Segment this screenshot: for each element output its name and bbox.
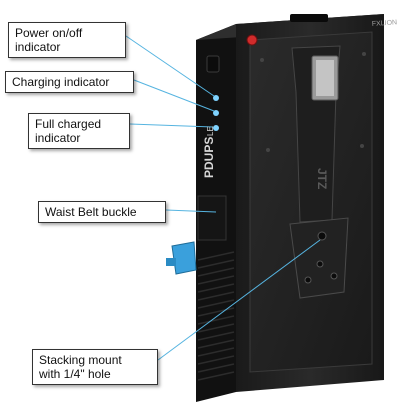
plate-screw bbox=[362, 52, 366, 56]
callout-belt-line-1: Waist Belt buckle bbox=[45, 205, 137, 219]
plate-screw bbox=[266, 148, 270, 152]
callout-charging-line-1: Charging indicator bbox=[12, 75, 110, 89]
callout-charging-indicator: Charging indicator bbox=[5, 71, 134, 93]
release-button-icon bbox=[246, 34, 258, 46]
callout-full-charged-indicator: Full charged indicator bbox=[28, 113, 130, 149]
device-brand-small: FXLION bbox=[372, 19, 398, 28]
blue-clip-icon bbox=[166, 258, 176, 266]
side-power-port bbox=[206, 55, 220, 73]
mounting-hole-icon bbox=[330, 272, 338, 280]
belt-buckle-plate bbox=[289, 217, 349, 299]
callout-power-line-1: Power on/off bbox=[15, 26, 83, 40]
callout-power-indicator: Power on/off indicator bbox=[8, 22, 126, 58]
latch-tab-highlight bbox=[316, 60, 334, 96]
top-connector-slot bbox=[290, 14, 328, 22]
device-model-text: PDUPS bbox=[202, 137, 216, 178]
side-vent-fins bbox=[197, 251, 235, 381]
plate-brand-text: JTZ bbox=[315, 168, 329, 189]
mounting-hole-icon bbox=[304, 276, 312, 284]
callout-stacking-mount: Stacking mount with 1/4" hole bbox=[32, 349, 158, 385]
callout-stacking-line-1: Stacking mount bbox=[39, 353, 122, 367]
callout-stacking-line-2: with 1/4" hole bbox=[39, 367, 111, 381]
plate-screw bbox=[260, 58, 264, 62]
leader-lines bbox=[125, 35, 321, 361]
device-model-suffix: LE bbox=[206, 126, 215, 136]
led-indicator-icon bbox=[213, 110, 219, 116]
led-indicator-icon bbox=[213, 125, 219, 131]
callout-full-charged-line-1: Full charged bbox=[35, 117, 102, 131]
plate-screw bbox=[360, 144, 364, 148]
mounting-hole-icon bbox=[317, 231, 327, 241]
callout-waist-belt-buckle: Waist Belt buckle bbox=[38, 201, 166, 223]
mounting-hole-icon bbox=[316, 260, 324, 268]
callout-full-charged-line-2: indicator bbox=[35, 131, 81, 145]
side-label-panel bbox=[197, 195, 227, 241]
callout-power-line-2: indicator bbox=[15, 40, 61, 54]
led-indicator-icon bbox=[213, 95, 219, 101]
